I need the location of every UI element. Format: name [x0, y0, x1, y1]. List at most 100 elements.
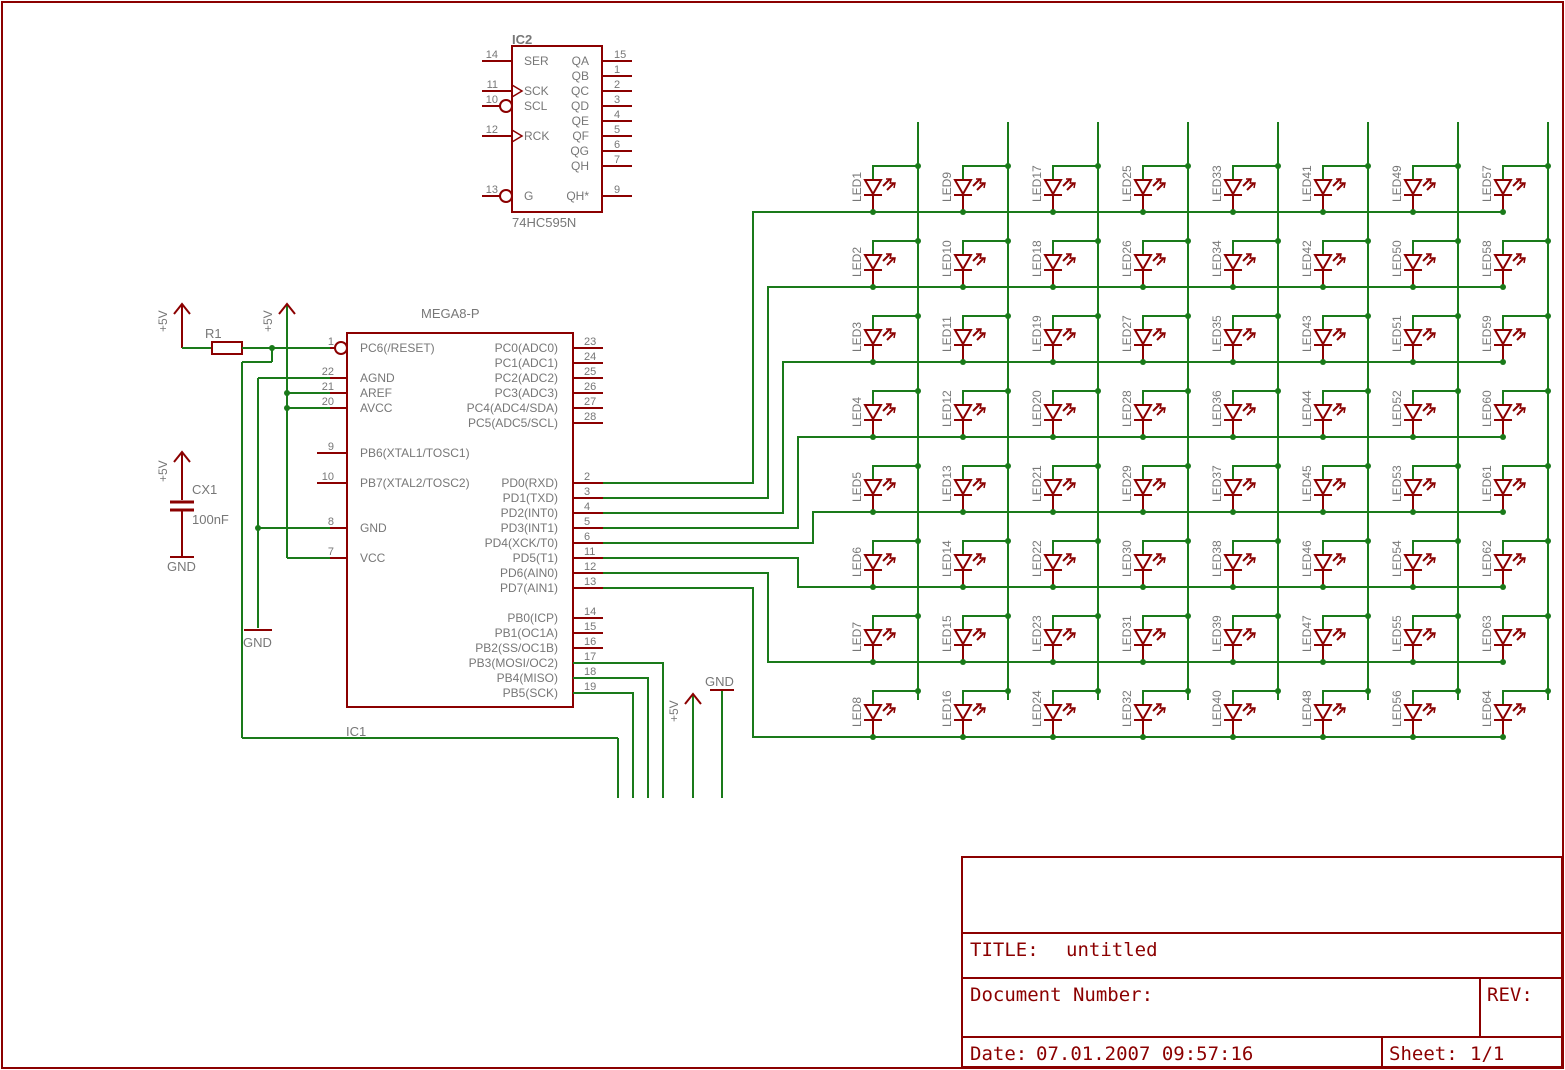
- led[interactable]: LED36: [1210, 388, 1281, 440]
- led[interactable]: LED17: [1030, 163, 1101, 215]
- led[interactable]: LED57: [1480, 163, 1551, 215]
- led[interactable]: LED42: [1300, 238, 1371, 290]
- led[interactable]: LED58: [1480, 238, 1551, 290]
- light-arrows-icon: [1332, 253, 1345, 266]
- led[interactable]: LED45: [1300, 463, 1371, 515]
- led-label: LED39: [1210, 615, 1224, 652]
- diode-icon: [863, 479, 883, 497]
- diode-icon: [953, 704, 973, 722]
- led-anode-wire: [962, 540, 1008, 555]
- led-label: LED5: [850, 472, 864, 502]
- led[interactable]: LED49: [1390, 163, 1461, 215]
- led[interactable]: LED38: [1210, 538, 1281, 590]
- led[interactable]: LED48: [1300, 688, 1371, 740]
- led[interactable]: LED5: [850, 463, 921, 515]
- led[interactable]: LED50: [1390, 238, 1461, 290]
- led[interactable]: LED23: [1030, 613, 1101, 665]
- ic1-pin-number: 24: [584, 351, 596, 363]
- led[interactable]: LED41: [1300, 163, 1371, 215]
- led[interactable]: LED40: [1210, 688, 1281, 740]
- led[interactable]: LED25: [1120, 163, 1191, 215]
- led[interactable]: LED13: [940, 463, 1011, 515]
- led[interactable]: LED4: [850, 388, 921, 440]
- led[interactable]: LED52: [1390, 388, 1461, 440]
- led[interactable]: LED27: [1120, 313, 1191, 365]
- led-anode-wire: [872, 690, 918, 705]
- diode-icon: [1493, 704, 1513, 722]
- led[interactable]: LED51: [1390, 313, 1461, 365]
- led[interactable]: LED33: [1210, 163, 1281, 215]
- led[interactable]: LED22: [1030, 538, 1101, 590]
- ic2-pin-label: G: [524, 189, 533, 203]
- junction-dot: [960, 659, 966, 665]
- led[interactable]: LED6: [850, 538, 921, 590]
- led[interactable]: LED9: [940, 163, 1011, 215]
- led[interactable]: LED64: [1480, 688, 1551, 740]
- ic1-pin-label: AGND: [360, 371, 395, 385]
- led[interactable]: LED29: [1120, 463, 1191, 515]
- led[interactable]: LED15: [940, 613, 1011, 665]
- led[interactable]: LED37: [1210, 463, 1281, 515]
- led[interactable]: LED60: [1480, 388, 1551, 440]
- led[interactable]: LED3: [850, 313, 921, 365]
- led-anode-wire: [1142, 540, 1188, 555]
- led[interactable]: LED14: [940, 538, 1011, 590]
- junction-dot: [1005, 238, 1011, 244]
- led[interactable]: LED10: [940, 238, 1011, 290]
- led[interactable]: LED46: [1300, 538, 1371, 590]
- light-arrows-icon: [972, 553, 985, 566]
- junction-dot: [1095, 688, 1101, 694]
- title-value: untitled: [1066, 939, 1158, 961]
- led[interactable]: LED43: [1300, 313, 1371, 365]
- led[interactable]: LED44: [1300, 388, 1371, 440]
- diode-icon: [1493, 554, 1513, 572]
- led[interactable]: LED35: [1210, 313, 1281, 365]
- led[interactable]: LED59: [1480, 313, 1551, 365]
- diode-icon: [1493, 179, 1513, 197]
- junction-dot: [1185, 613, 1191, 619]
- r1-resistor[interactable]: [211, 341, 243, 355]
- led-matrix: LED1LED2LED3LED4LED5LED6LED7LED8LED9LED1…: [850, 122, 1551, 740]
- led-anode-wire: [1502, 465, 1548, 480]
- led[interactable]: LED11: [940, 313, 1011, 365]
- led[interactable]: LED32: [1120, 688, 1191, 740]
- led[interactable]: LED7: [850, 613, 921, 665]
- diode-icon: [863, 179, 883, 197]
- led[interactable]: LED16: [940, 688, 1011, 740]
- led[interactable]: LED53: [1390, 463, 1461, 515]
- light-arrows-icon: [1332, 328, 1345, 341]
- ic2-pin-label: QH*: [566, 189, 589, 203]
- led[interactable]: LED31: [1120, 613, 1191, 665]
- led[interactable]: LED24: [1030, 688, 1101, 740]
- ic2-pin-label: QC: [571, 84, 589, 98]
- junction-dot: [1500, 509, 1506, 515]
- diode-icon: [1313, 554, 1333, 572]
- light-arrows-icon: [972, 253, 985, 266]
- led[interactable]: LED39: [1210, 613, 1281, 665]
- light-arrows-icon: [1152, 553, 1165, 566]
- ic2-pin-label: QG: [570, 144, 589, 158]
- led[interactable]: LED21: [1030, 463, 1101, 515]
- led[interactable]: LED56: [1390, 688, 1461, 740]
- led[interactable]: LED12: [940, 388, 1011, 440]
- led[interactable]: LED47: [1300, 613, 1371, 665]
- led[interactable]: LED63: [1480, 613, 1551, 665]
- led[interactable]: LED18: [1030, 238, 1101, 290]
- led[interactable]: LED54: [1390, 538, 1461, 590]
- junction-dot: [1500, 359, 1506, 365]
- led[interactable]: LED30: [1120, 538, 1191, 590]
- led[interactable]: LED55: [1390, 613, 1461, 665]
- led[interactable]: LED28: [1120, 388, 1191, 440]
- led[interactable]: LED1: [850, 163, 921, 215]
- led[interactable]: LED34: [1210, 238, 1281, 290]
- led[interactable]: LED20: [1030, 388, 1101, 440]
- led[interactable]: LED8: [850, 688, 921, 740]
- led[interactable]: LED62: [1480, 538, 1551, 590]
- led[interactable]: LED26: [1120, 238, 1191, 290]
- diode-icon: [1223, 254, 1243, 272]
- led[interactable]: LED2: [850, 238, 921, 290]
- led[interactable]: LED19: [1030, 313, 1101, 365]
- led[interactable]: LED61: [1480, 463, 1551, 515]
